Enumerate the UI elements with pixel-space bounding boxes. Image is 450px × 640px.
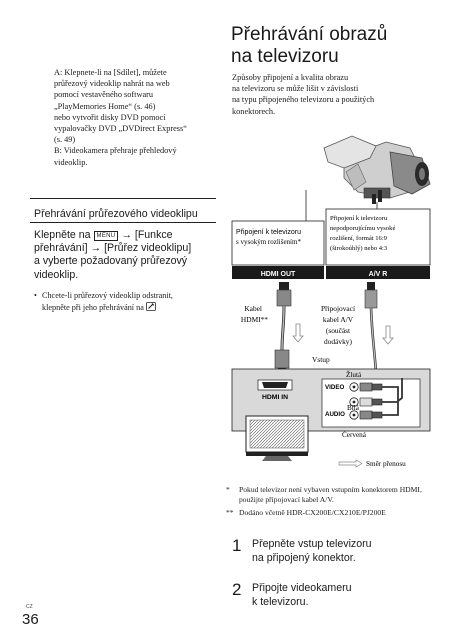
hdmi-out-label: HDMI OUT [261, 271, 296, 278]
bullet-dot: • [34, 291, 37, 300]
instruction-part: přehrávání] → [Průřez videoklipu] [34, 242, 192, 255]
video-jack-label: VIDEO [325, 384, 344, 391]
intro-line: na typu připojeného televizoru a použitý… [232, 95, 375, 105]
trash-icon [146, 301, 156, 311]
av-cable-label-3: (součást [326, 326, 351, 335]
av-cable-label-2: kabel A/V [323, 315, 354, 324]
white-label: Bílá [347, 404, 360, 412]
yellow-label: Žlutá [346, 369, 362, 379]
title-line: na televizoru [231, 45, 339, 67]
hdmi-cable-label-2: HDMI** [241, 315, 268, 324]
instruction-part: Klepněte na [34, 229, 91, 241]
hd-connection-box [231, 220, 325, 266]
intro-line: na televizoru se může lišit v závislosti [232, 84, 359, 94]
step-number: 2 [232, 580, 242, 599]
hd-box-line-1: Připojení k televizoru [236, 229, 301, 236]
delete-tip: • Chcete-li průřezový videoklip odstrani… [34, 291, 224, 314]
note-line: průřezový videoklip nahrát na web [54, 79, 170, 89]
footnote: ** Dodáno včetně HDR-CX200E/CX210E/PJ200… [226, 508, 436, 518]
av-r-label: A/V R [369, 271, 388, 278]
hdmi-cable-label-1: Kabel [244, 304, 262, 313]
sd-connection-box [325, 208, 431, 266]
connection-diagram: Připojení k televizoru s vysokým rozliše… [231, 135, 431, 468]
sd-box-line-2: nepodporujícímu vysoké [330, 225, 395, 232]
hdmi-out-port [232, 266, 324, 279]
step-line: Přepněte vstup televizoru [252, 538, 372, 550]
instruction-part: videoklip. [34, 268, 79, 281]
television-illustration [245, 415, 309, 461]
hd-box-line-2: s vysokým rozlišením* [236, 238, 301, 246]
sd-box-line-4: (širokoúhlý) nebo 4:3 [330, 245, 388, 252]
red-label: Červená [342, 429, 367, 439]
step-line: na připojený konektor. [252, 551, 356, 564]
av-cable-label-4: dodávky) [324, 337, 352, 346]
section-rule-bottom [30, 222, 216, 223]
page-title: Přehrávání obrazů na televizoru [231, 24, 431, 67]
audio-jack-label: AUDIO [325, 411, 345, 418]
note-line: videoklip. [54, 157, 88, 167]
sd-box-line-1: Připojení k televizoru [330, 215, 388, 222]
note-line: A: Klepnete-li na [Sdílet], můžete [54, 68, 167, 77]
note-line: nebo vytvořit disky DVD pomocí [54, 112, 166, 122]
footnotes: * Pokud televizor není vybaven vstupním … [226, 485, 436, 520]
instruction-part: a vyberte požadovaný průřezový [34, 255, 188, 268]
note-line: B: Videokamera přehraje přehledový [54, 146, 177, 156]
av-r-port [326, 266, 430, 279]
note-line: pomocí vestavěného softwaru [54, 90, 154, 100]
av-cable-label-1: Připojovací [321, 304, 355, 313]
step-line: k televizoru. [252, 595, 309, 608]
intro-line: Způsoby připojení a kvalita obrazu [232, 73, 349, 82]
intro-text: Způsoby připojení a kvalita obrazu na te… [232, 72, 432, 117]
step-number: 1 [232, 536, 242, 555]
page-language: CZ [26, 604, 33, 610]
footnote-mark: ** [226, 507, 234, 517]
instruction-part: → [Funkce [121, 229, 173, 241]
instruction-text: Klepněte na MENU → [Funkce přehrávání] →… [34, 229, 222, 282]
intro-line: konektorech. [232, 106, 276, 116]
note-line: vypalovačky DVD „DVDirect Express“ [54, 124, 187, 134]
hdmi-in-label: HDMI IN [262, 394, 288, 401]
step-line: Připojte videokameru [252, 582, 352, 594]
input-label: Vstup [312, 355, 330, 364]
section-title: Přehrávání průřezového videoklipu [34, 208, 198, 220]
camcorder-illustration [323, 135, 431, 204]
tip-line: Chcete-li průřezový videoklip odstranit, [42, 291, 173, 300]
footnote-text: Pokud televizor není vybaven vstupním ko… [239, 485, 422, 505]
tip-line: klepněte při jeho přehrávání na [42, 302, 144, 312]
note-line: „PlayMemories Home“ (s. 46) [54, 101, 156, 111]
note-line: (s. 49) [54, 135, 76, 145]
footnote-mark: * [226, 485, 230, 494]
page-number: 36 [22, 611, 39, 628]
footnote: * Pokud televizor není vybaven vstupním … [226, 485, 436, 506]
sd-box-line-3: rozlišení, formát 16:9 [330, 235, 388, 242]
flow-direction-label: Směr přenosu [366, 460, 406, 468]
title-line: Přehrávání obrazů [231, 24, 388, 45]
transfer-arrow-icon [338, 459, 363, 468]
section-rule-top [30, 198, 216, 199]
footnote-text: Dodáno včetně HDR-CX200E/CX210E/PJ200E [239, 507, 386, 517]
sharing-note: A: Klepnete-li na [Sdílet], můžete průře… [54, 67, 224, 168]
menu-button-glyph: MENU [93, 231, 119, 241]
